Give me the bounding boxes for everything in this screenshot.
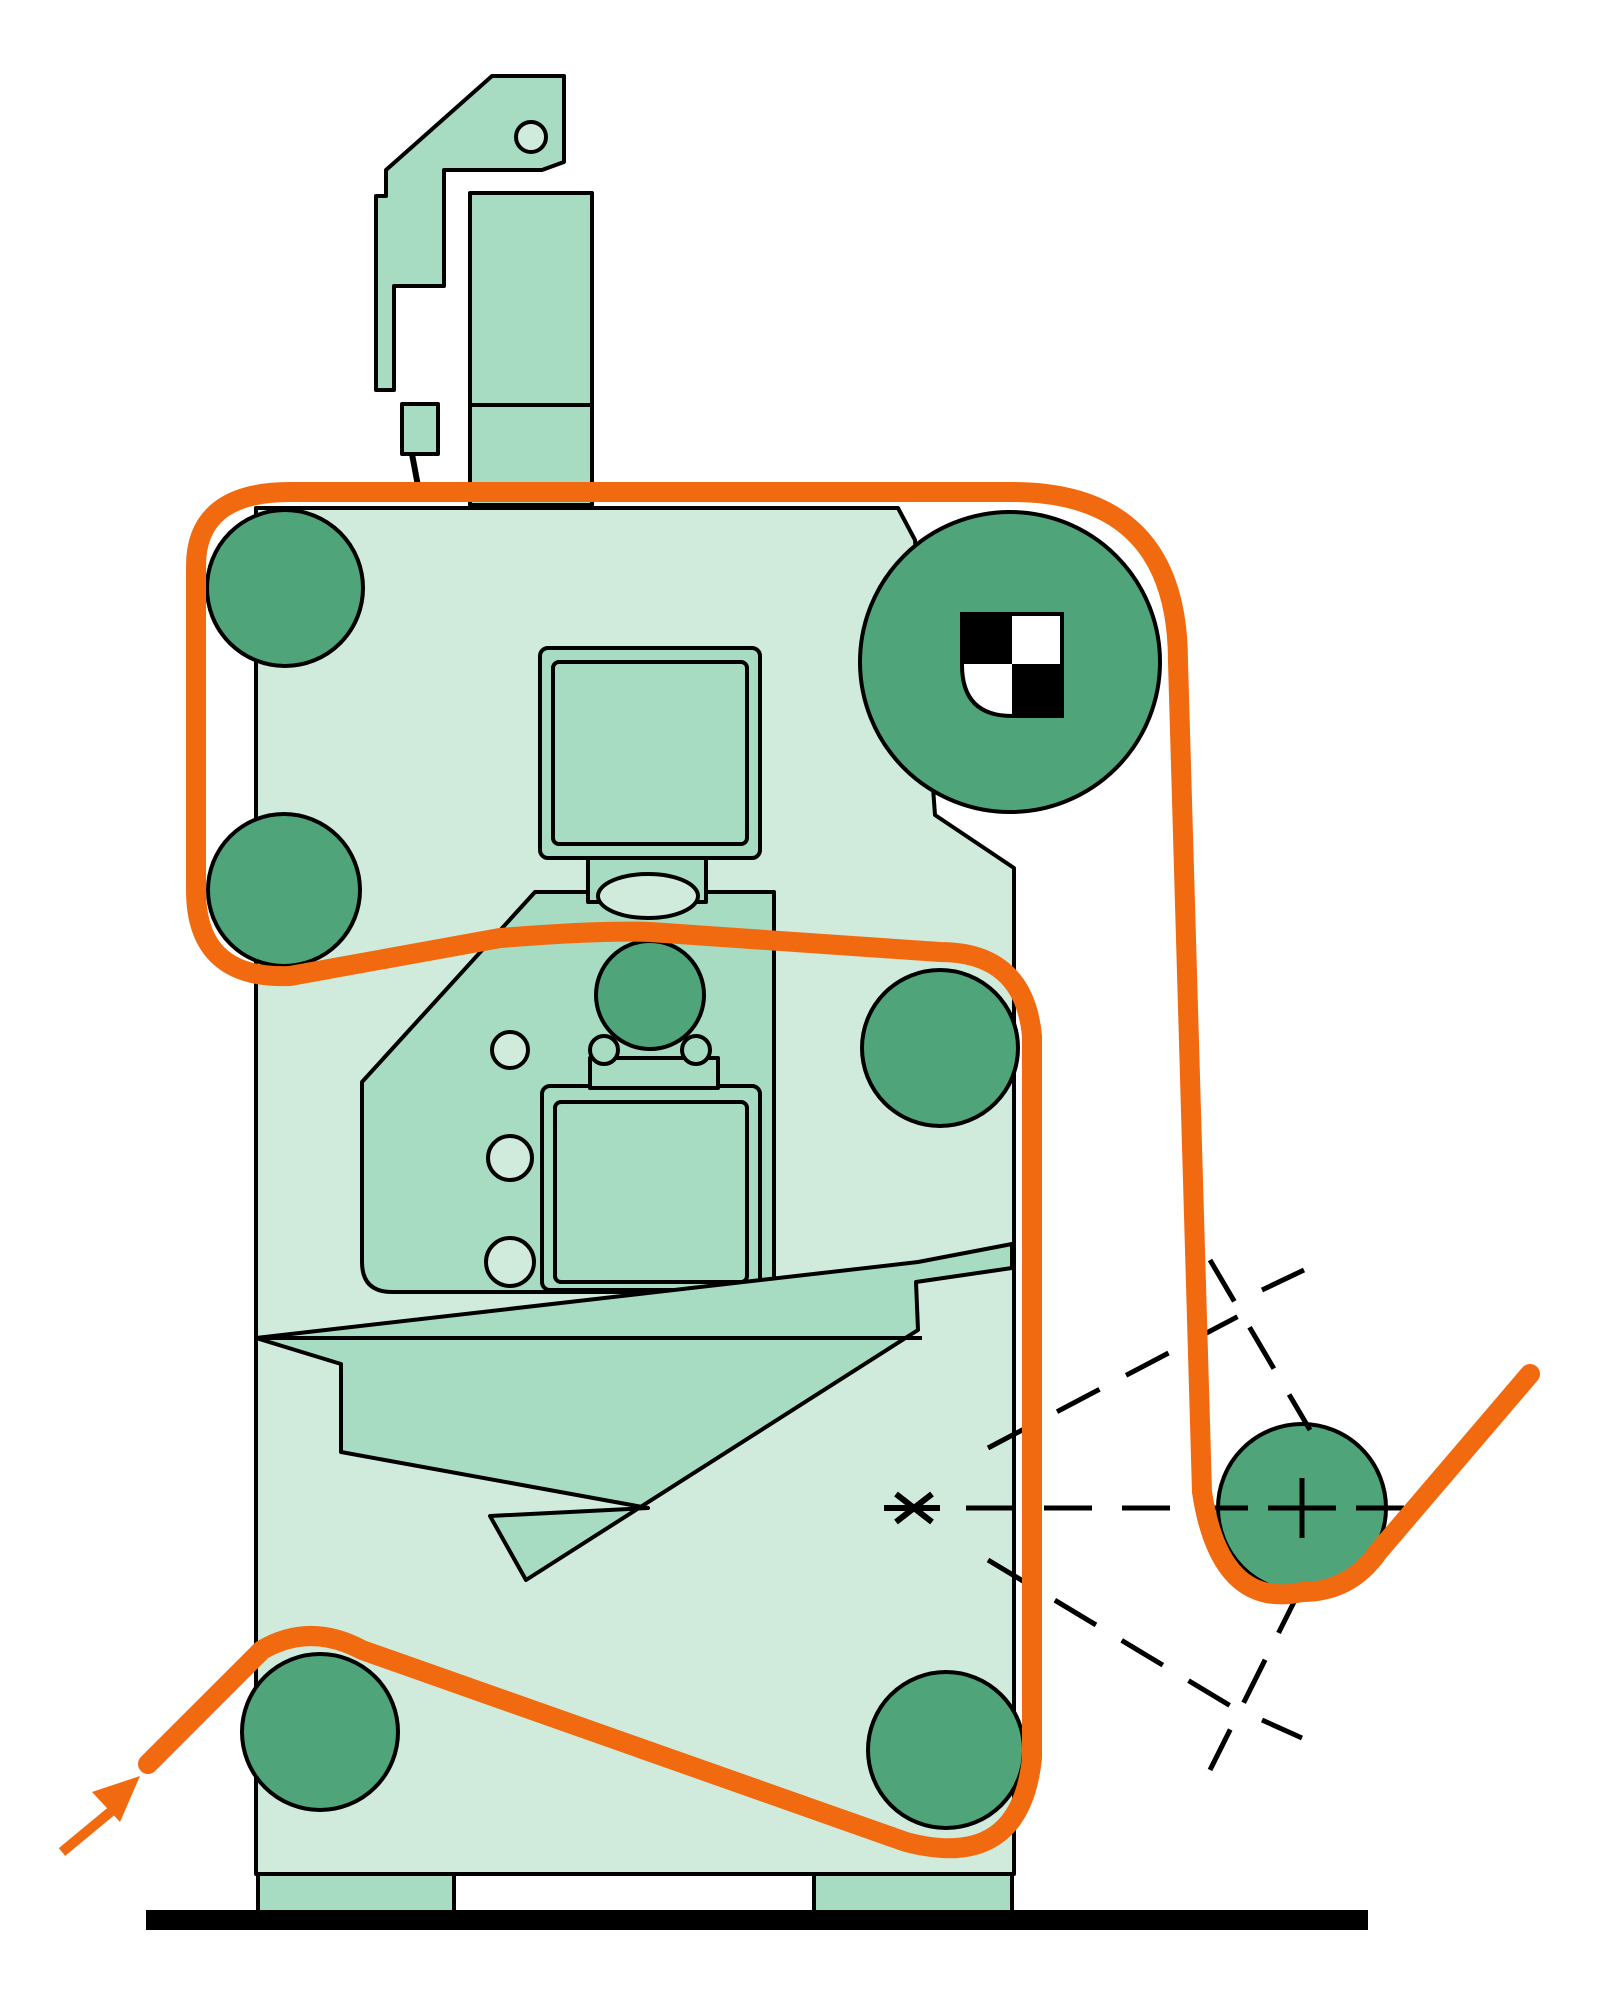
web-outlet-tail <box>1371 1368 1537 1558</box>
floor-base <box>146 1910 1368 1930</box>
control-knob-3 <box>484 1236 536 1288</box>
pen-plotter-pivot <box>514 120 548 154</box>
mount-knob-left <box>588 1034 620 1066</box>
pen-plotter-head <box>374 74 566 392</box>
control-knob-1 <box>490 1030 530 1070</box>
mount-knob-right <box>680 1034 712 1066</box>
feed-direction-arrow-icon <box>58 1776 140 1856</box>
lower-left-roller <box>240 1652 400 1812</box>
control-knob-2 <box>486 1134 534 1182</box>
pen-holder <box>400 402 440 456</box>
lower-right-roller <box>866 1670 1026 1830</box>
web-path <box>138 482 1540 1859</box>
pivot-marker <box>884 1491 940 1525</box>
right-guide-roller <box>860 968 1020 1128</box>
pen-tip <box>409 453 421 487</box>
print-head-lens <box>596 872 700 920</box>
right-foot <box>812 1872 1014 1914</box>
hopper-chute <box>254 1242 1014 1582</box>
middle-left-roller <box>206 812 362 968</box>
dancer-swing-indicator <box>966 1258 1412 1772</box>
left-foot <box>256 1872 456 1914</box>
print-head-upper-screen <box>551 660 749 846</box>
web-inlet-tail <box>141 1643 269 1771</box>
registration-target-icon <box>960 612 1064 718</box>
upper-left-roller <box>205 508 365 668</box>
print-head-lower-screen <box>553 1100 749 1284</box>
dancer-center-cross <box>1268 1478 1336 1538</box>
impression-roller <box>594 939 706 1051</box>
ink-column <box>468 191 594 507</box>
